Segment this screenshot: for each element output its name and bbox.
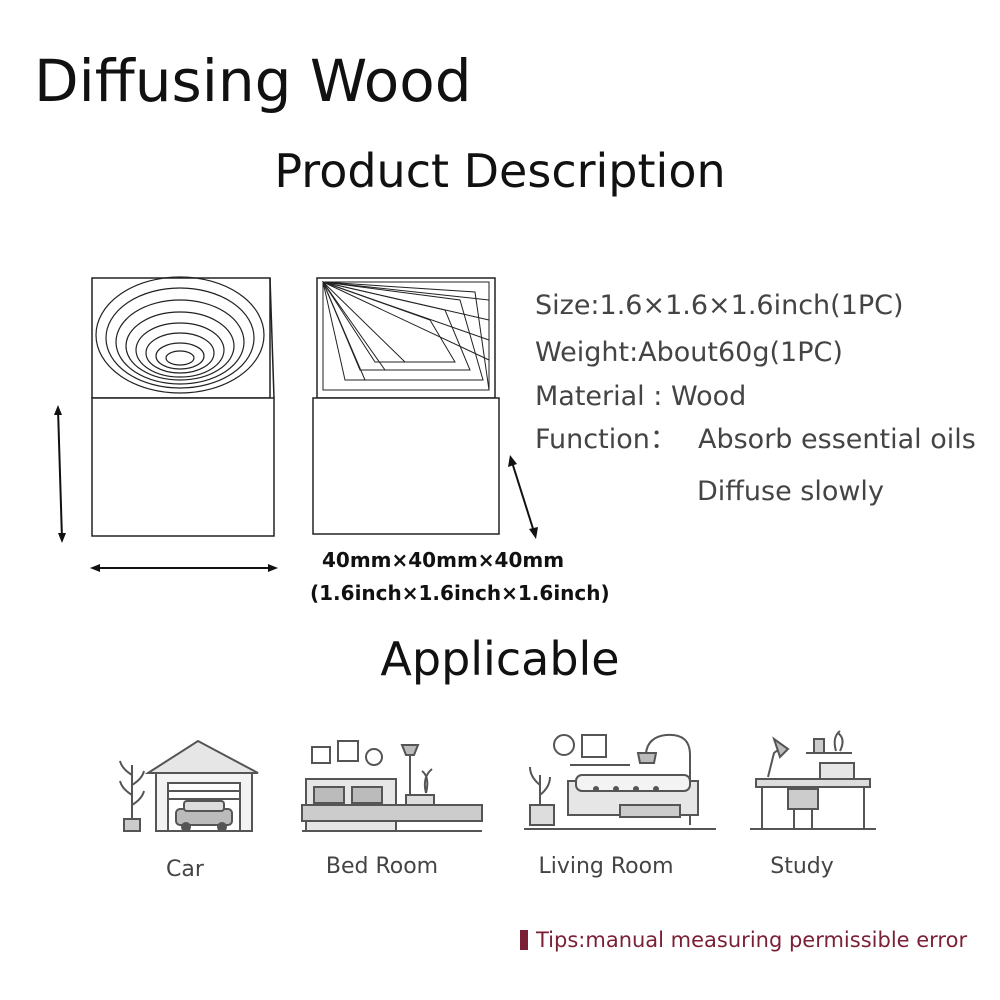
spec-function-1: Absorb essential oils (698, 424, 976, 455)
depth-arrow (508, 455, 538, 539)
page-title: Diffusing Wood (34, 47, 472, 115)
spec-weight: Weight:About60g(1PC) (535, 337, 843, 368)
living-room-icon (524, 733, 716, 830)
spec-function-2: Diffuse slowly (697, 476, 884, 507)
dimension-metric: 40mm×40mm×40mm (322, 548, 565, 572)
wood-cube-circles-image (91, 276, 275, 537)
room-label-bed-room: Bed Room (325, 854, 439, 879)
wood-cube-spiral-image (312, 277, 500, 535)
room-label-study: Study (770, 854, 834, 879)
spec-function-label: Function： (535, 424, 677, 455)
room-label-living-room: Living Room (538, 854, 674, 879)
width-arrow (90, 564, 278, 572)
section-title-applicable: Applicable (380, 632, 620, 686)
garage-car-icon (119, 739, 259, 832)
bedroom-icon (301, 740, 483, 832)
dimension-imperial: (1.6inch×1.6inch×1.6inch) (310, 581, 610, 605)
tips-marker-icon (520, 930, 528, 950)
study-desk-icon (750, 730, 876, 830)
spec-size: Size:1.6×1.6×1.6inch(1PC) (535, 290, 904, 321)
room-label-car: Car (166, 857, 204, 882)
tips-text: Tips:manual measuring permissible error (536, 928, 968, 952)
height-arrow (54, 405, 66, 543)
section-title-product-description: Product Description (274, 144, 726, 198)
spec-material: Material : Wood (535, 381, 747, 412)
tips-note: Tips:manual measuring permissible error (520, 930, 967, 951)
